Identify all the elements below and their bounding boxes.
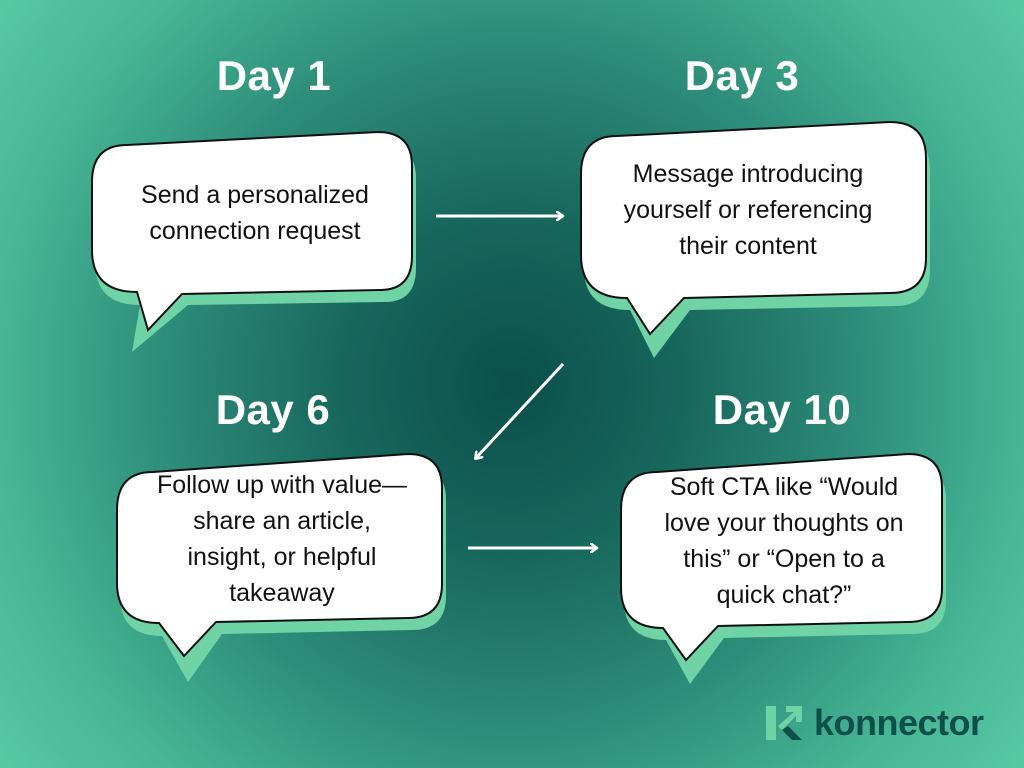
speech-bubble-day-6	[116, 452, 446, 682]
day-10-message: Soft CTA like “Would love your thoughts …	[664, 473, 904, 609]
arrow-day-3-to-day-6	[476, 362, 565, 458]
konnector-k-arrow-icon	[766, 706, 802, 740]
speech-bubble-day-10	[620, 452, 946, 684]
day-1-title: Day 1	[216, 52, 332, 99]
day-6-message: Follow up with value—share an article, i…	[156, 471, 408, 607]
brand-name: konnector	[814, 702, 984, 743]
day-1-message: Send a personalized connection request	[141, 181, 369, 245]
day-3-message: Message introducing yourself or referenc…	[623, 160, 873, 260]
day-3-title: Day 3	[684, 52, 800, 99]
day-6-title: Day 6	[215, 386, 331, 433]
speech-bubble-day-1	[91, 130, 416, 352]
speech-bubble-day-3	[580, 120, 930, 358]
day-10-title: Day 10	[712, 386, 852, 433]
brand-logo: konnector	[762, 702, 984, 744]
